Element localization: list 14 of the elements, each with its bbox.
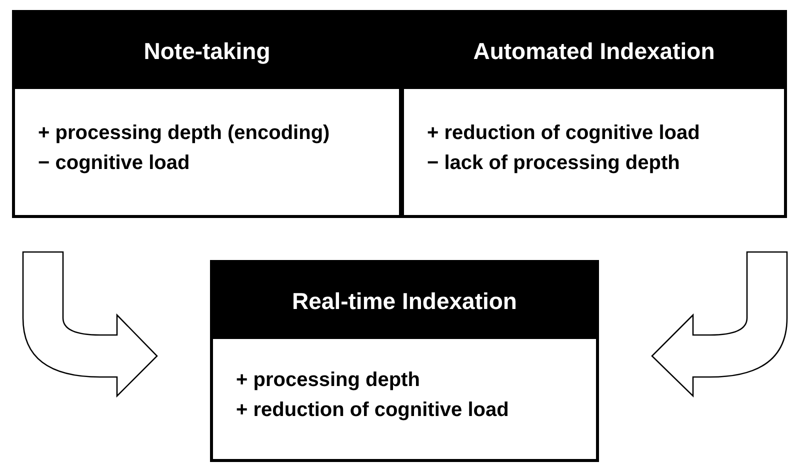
labeled-box bbox=[401, 10, 787, 218]
curved-block-arrow bbox=[22, 251, 158, 397]
bullet-text: + reduction of cognitive load bbox=[236, 398, 510, 423]
box-header: Automated Indexation bbox=[404, 13, 784, 89]
bullet-text: + reduction of cognitive load bbox=[427, 121, 701, 146]
labeled-box bbox=[210, 260, 599, 462]
bullet-text: − cognitive load bbox=[38, 151, 191, 176]
box-header: Real-time Indexation bbox=[213, 263, 596, 339]
curved-block-arrow bbox=[651, 251, 788, 397]
box-header: Note-taking bbox=[15, 13, 399, 89]
labeled-box bbox=[12, 10, 402, 218]
bullet-text: − lack of processing depth bbox=[427, 151, 681, 176]
bullet-text: + processing depth bbox=[236, 368, 421, 393]
bullet-text: + processing depth (encoding) bbox=[38, 121, 331, 146]
